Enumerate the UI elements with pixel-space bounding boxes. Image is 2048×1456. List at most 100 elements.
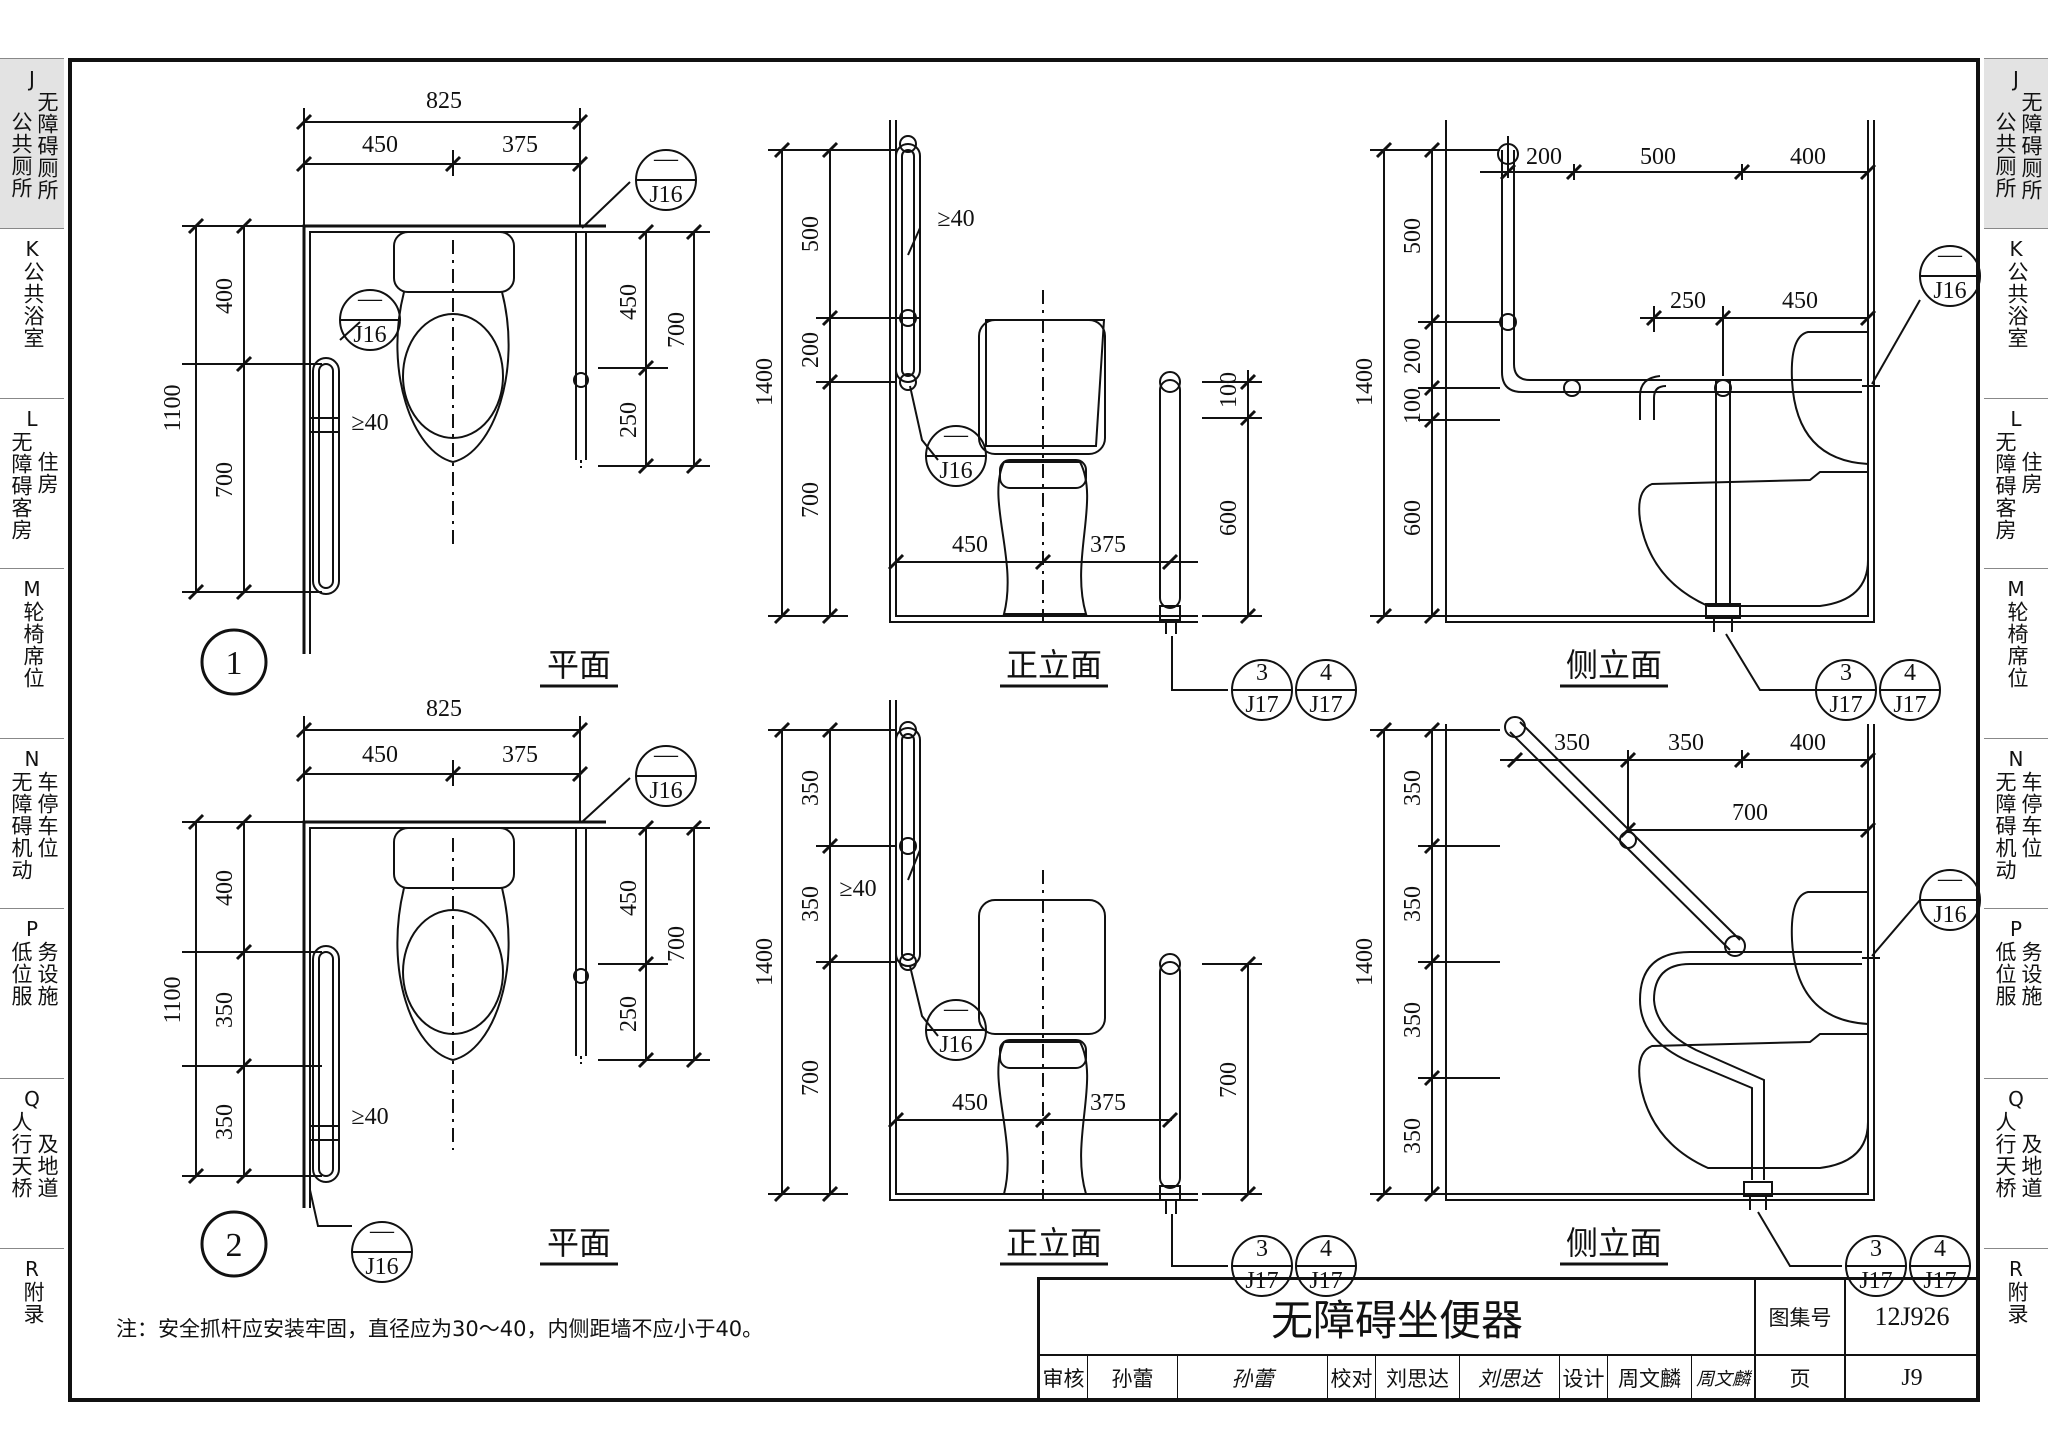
- tab-j[interactable]: J 无障碍厕所 公共厕所: [0, 58, 64, 228]
- dim-600: 600: [1216, 500, 1242, 536]
- tab-n[interactable]: N 无障碍机动 车停车位: [0, 738, 64, 908]
- front-elevation-2: [768, 700, 1262, 1267]
- tab-label-1: 轮椅席位: [21, 601, 45, 689]
- tab-r[interactable]: R 附录: [0, 1248, 64, 1418]
- tab-p[interactable]: P 低位服 务设施: [1984, 908, 2048, 1078]
- dim-700: 700: [1732, 800, 1768, 826]
- tab-label-1: 无障碍厕所: [35, 91, 59, 201]
- front-elevation-1: [768, 120, 1262, 691]
- tab-label-2: 住房: [2019, 451, 2043, 495]
- dim-200: 200: [1400, 338, 1426, 374]
- reviewer-name: 孙蕾: [1088, 1356, 1178, 1400]
- dim-400: 400: [1790, 144, 1826, 170]
- dim-100: 100: [1216, 372, 1242, 408]
- tab-letter: J: [2013, 67, 2019, 91]
- detail-ref-j16: J16: [649, 778, 682, 804]
- tab-label-1: 附录: [21, 1281, 45, 1325]
- tab-label-1: 无障碍客房: [9, 431, 33, 541]
- tab-letter: M: [2007, 577, 2025, 601]
- dim-450: 450: [952, 532, 988, 558]
- tab-p[interactable]: P 低位服 务设施: [0, 908, 64, 1078]
- checker-name: 刘思达: [1376, 1356, 1460, 1400]
- detail-dash: —: [943, 422, 969, 448]
- drawing-note: 注：安全抓杆应安装牢固，直径应为30～40，内侧距墙不应小于40。: [116, 1317, 764, 1341]
- tab-letter: P: [2009, 917, 2023, 941]
- view-title-front: 正立面: [1006, 647, 1102, 683]
- checker-signature: 刘思达: [1460, 1356, 1560, 1400]
- detail-ref-j16: J16: [939, 458, 972, 484]
- dim-375: 375: [1090, 1090, 1126, 1116]
- dim-700: 700: [212, 462, 238, 498]
- tab-j[interactable]: J 无障碍厕所 公共厕所: [1984, 58, 2048, 228]
- dim-700: 700: [664, 926, 690, 962]
- tab-letter: P: [25, 917, 39, 941]
- dim-600: 600: [1400, 500, 1426, 536]
- detail-num-3: 3: [1256, 660, 1268, 686]
- dim-350: 350: [1400, 770, 1426, 806]
- tab-letter: R: [25, 1257, 39, 1281]
- tab-l[interactable]: L 无障碍客房 住房: [0, 398, 64, 568]
- detail-dash: —: [1937, 242, 1963, 268]
- detail-ref-j16: J16: [939, 1032, 972, 1058]
- dim-1100: 1100: [160, 384, 186, 431]
- tab-letter: M: [23, 577, 41, 601]
- tab-label-1: 人行天桥: [9, 1111, 33, 1199]
- dim-350: 350: [1400, 1118, 1426, 1154]
- tab-n[interactable]: N 无障碍机动 车停车位: [1984, 738, 2048, 908]
- dim-500: 500: [798, 216, 824, 252]
- tab-label-2: 车停车位: [35, 771, 59, 859]
- dim-350: 350: [798, 886, 824, 922]
- dim-350: 350: [1668, 730, 1704, 756]
- detail-num-3: 3: [1870, 1236, 1882, 1262]
- dim-450: 450: [1782, 288, 1818, 314]
- tab-m[interactable]: M 轮椅席位: [1984, 568, 2048, 738]
- tab-label-2: 公共厕所: [9, 111, 33, 199]
- dim-100: 100: [1400, 388, 1426, 424]
- tab-q[interactable]: Q 人行天桥 及地道: [0, 1078, 64, 1248]
- dim-ge40: ≥40: [937, 206, 974, 232]
- tab-label-1: 无障碍机动: [9, 771, 33, 881]
- tab-letter: J: [29, 67, 35, 91]
- drawing-number-2: 2: [226, 1227, 243, 1264]
- drawing-frame: [68, 58, 1980, 1402]
- detail-dash: —: [653, 742, 679, 768]
- title-block: 无障碍坐便器 图集号 12J926 审核 孙蕾 孙蕾 校对 刘思达 刘思达 设计…: [1037, 1277, 1978, 1400]
- detail-dash: —: [1937, 866, 1963, 892]
- dim-375: 375: [502, 742, 538, 768]
- tab-l[interactable]: L 无障碍客房 住房: [1984, 398, 2048, 568]
- detail-dash: —: [369, 1218, 395, 1244]
- tab-label-2: 及地道: [35, 1133, 59, 1199]
- view-title-plan: 平面: [547, 647, 611, 683]
- detail-num-4: 4: [1904, 660, 1916, 686]
- view-title-side: 侧立面: [1566, 647, 1662, 683]
- dim-500: 500: [1400, 218, 1426, 254]
- tab-r[interactable]: R 附录: [1984, 1248, 2048, 1418]
- dim-1400: 1400: [752, 938, 778, 986]
- tab-k[interactable]: K 公共浴室: [1984, 228, 2048, 398]
- tab-q[interactable]: Q 人行天桥 及地道: [1984, 1078, 2048, 1248]
- detail-dash: —: [357, 286, 383, 312]
- dim-200: 200: [1526, 144, 1562, 170]
- dim-200: 200: [798, 332, 824, 368]
- atlas-label: 图集号: [1756, 1280, 1846, 1356]
- plan-view-2: [182, 716, 710, 1227]
- tab-m[interactable]: M 轮椅席位: [0, 568, 64, 738]
- detail-ref-j16: J16: [1933, 902, 1966, 928]
- detail-ref-j17: J17: [1829, 692, 1862, 718]
- tab-k[interactable]: K 公共浴室: [0, 228, 64, 398]
- dim-250: 250: [616, 402, 642, 438]
- dim-350: 350: [798, 770, 824, 806]
- tab-label-1: 无障碍客房: [1993, 431, 2017, 541]
- tab-letter: Q: [24, 1087, 40, 1111]
- dim-825: 825: [426, 696, 462, 722]
- detail-ref-j17: J17: [1245, 692, 1278, 718]
- side-elevation-2: [1370, 716, 1921, 1267]
- dim-350: 350: [212, 992, 238, 1028]
- detail-ref-j16: J16: [649, 182, 682, 208]
- dim-1100: 1100: [160, 976, 186, 1023]
- tab-label-1: 无障碍厕所: [2019, 91, 2043, 201]
- dim-700: 700: [798, 1060, 824, 1096]
- tab-letter: Q: [2008, 1087, 2024, 1111]
- tab-letter: L: [26, 407, 38, 431]
